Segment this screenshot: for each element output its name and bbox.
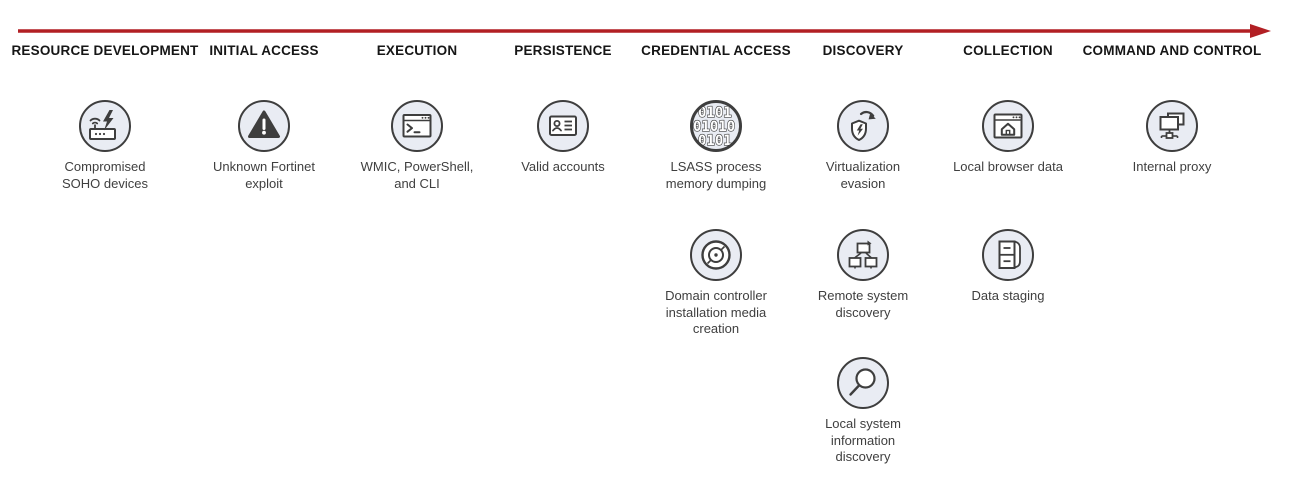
phase-header: DISCOVERY [822, 43, 904, 58]
warning-triangle-icon [237, 99, 291, 153]
network-tree-icon [836, 228, 890, 282]
drawer-cabinet-icon [981, 228, 1035, 282]
timeline-arrow [18, 24, 1271, 38]
technique-label: Remote system discovery [817, 288, 909, 320]
phase-header: CREDENTIAL ACCESS [641, 43, 791, 58]
phase-header: RESOURCE DEVELOPMENT [11, 43, 199, 58]
phase-header: EXECUTION [376, 43, 458, 58]
svg-text:0101: 0101 [698, 133, 732, 149]
technique-label: Local system information discovery [825, 416, 901, 464]
id-card-icon [536, 99, 590, 153]
technique-item: Local browser data [923, 99, 1093, 176]
technique-item: Local system information discovery [778, 356, 948, 466]
phase-column-discovery: DISCOVERY Virtualization evasion [778, 0, 948, 492]
phase-header: COLLECTION [963, 43, 1053, 58]
technique-label: Local browser data [953, 159, 1063, 174]
technique-label: WMIC, PowerShell, and CLI [360, 159, 474, 191]
dual-monitor-network-icon [1145, 99, 1199, 153]
phase-header: PERSISTENCE [514, 43, 612, 58]
optical-disc-icon [689, 228, 743, 282]
technique-label: Internal proxy [1132, 159, 1212, 174]
phase-column-resource-development: RESOURCE DEVELOPMENT Compromised SOHO de… [11, 0, 198, 492]
technique-label: Domain controller installation media cre… [665, 288, 767, 336]
phase-column-collection: COLLECTION Local browser data [923, 0, 1093, 492]
shield-refresh-icon [836, 99, 890, 153]
technique-label: LSASS process memory dumping [665, 159, 767, 191]
svg-text:0101: 0101 [698, 105, 732, 121]
technique-label: Compromised SOHO devices [62, 159, 148, 191]
technique-item: Valid accounts [478, 99, 648, 176]
technique-item: Unknown Fortinet exploit [179, 99, 349, 192]
technique-item: Domain controller installation media cre… [631, 228, 801, 338]
technique-item: Remote system discovery [778, 228, 948, 321]
technique-label: Virtualization evasion [825, 159, 901, 191]
technique-item: 0101 01010 0101 LSASS process memory dum… [631, 99, 801, 192]
technique-item: Internal proxy [1087, 99, 1257, 176]
technique-item: WMIC, PowerShell, and CLI [332, 99, 502, 192]
phase-column-initial-access: INITIAL ACCESS Unknown Fortinet exploit [179, 0, 349, 492]
terminal-window-icon [390, 99, 444, 153]
phase-column-credential-access: CREDENTIAL ACCESS 0101 01010 0101 LSASS … [631, 0, 801, 492]
arrowhead-icon [1250, 24, 1271, 38]
phase-column-persistence: PERSISTENCE Valid accounts [478, 0, 648, 492]
browser-home-icon [981, 99, 1035, 153]
phase-header: INITIAL ACCESS [209, 43, 319, 58]
technique-label: Data staging [971, 288, 1045, 303]
technique-item: Compromised SOHO devices [20, 99, 190, 192]
router-lightning-icon [78, 99, 132, 153]
binary-code-icon: 0101 01010 0101 [689, 99, 743, 153]
phase-column-execution: EXECUTION WMIC, PowerShell, and CLI [332, 0, 502, 492]
svg-text:01010: 01010 [693, 119, 735, 135]
technique-item: Data staging [923, 228, 1093, 305]
magnifier-icon [836, 356, 890, 410]
technique-item: Virtualization evasion [778, 99, 948, 192]
technique-label: Unknown Fortinet exploit [213, 159, 315, 191]
phase-column-command-and-control: COMMAND AND CONTROL Internal proxy [1083, 0, 1262, 492]
phase-header: COMMAND AND CONTROL [1082, 43, 1262, 58]
technique-label: Valid accounts [521, 159, 605, 174]
